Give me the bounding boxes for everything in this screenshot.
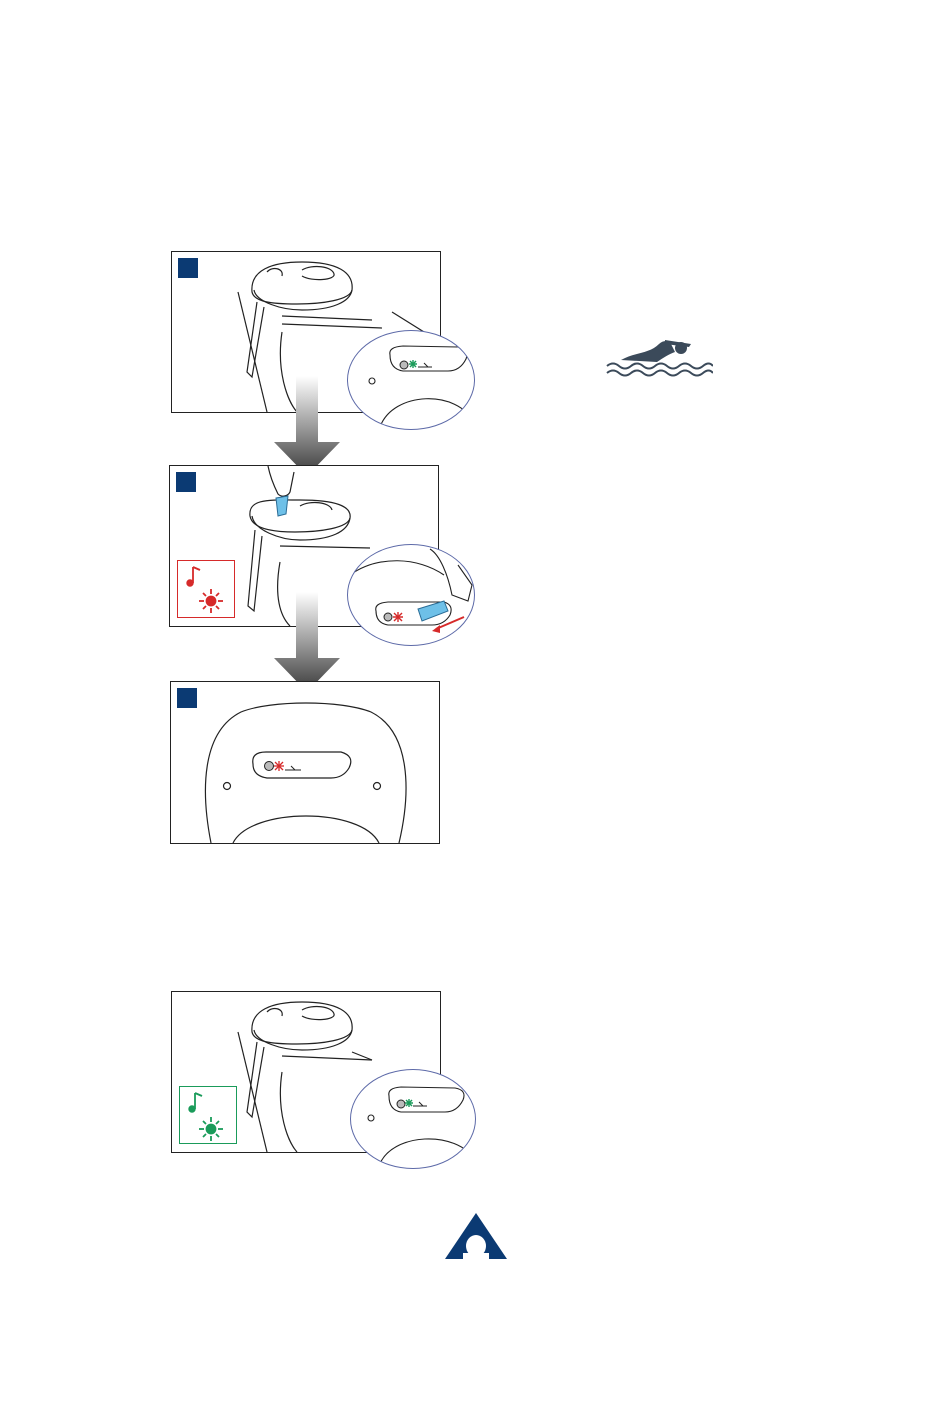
triangle-logo-icon <box>445 1213 507 1261</box>
swimmer-icon <box>605 338 713 378</box>
music-note-icon <box>189 1093 202 1112</box>
led-panel-zoom-2 <box>347 544 475 646</box>
pool-cleaner-top-view-illustration <box>171 682 439 843</box>
led-panel-zoom-4 <box>350 1069 476 1169</box>
led-light-icon <box>199 589 223 613</box>
status-box-green <box>179 1086 237 1144</box>
led-panel-zoom-1 <box>347 330 475 430</box>
music-note-icon <box>187 567 200 586</box>
step-3-panel <box>170 681 440 844</box>
status-box-red <box>177 560 235 618</box>
down-arrow-1 <box>272 376 342 478</box>
led-light-icon <box>199 1117 223 1141</box>
down-arrow-2 <box>272 592 342 694</box>
